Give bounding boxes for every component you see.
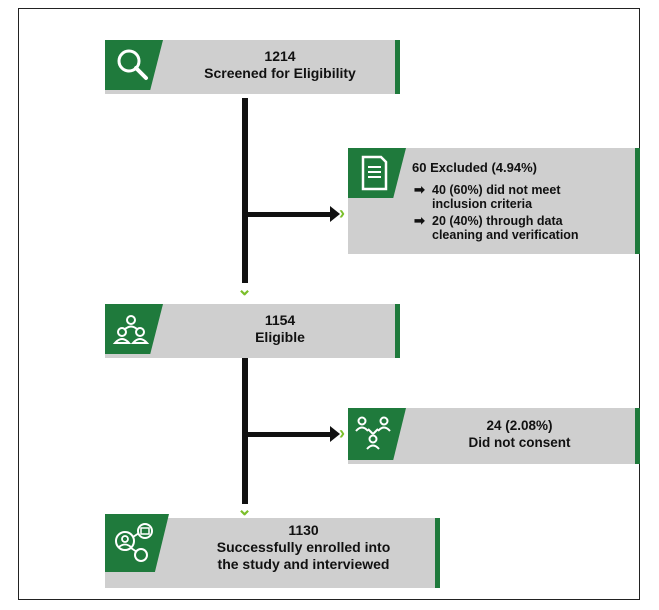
enrolled-line2: the study and interviewed <box>217 556 390 572</box>
branch-line-2 <box>248 432 336 437</box>
excluded-item-line1: 40 (60%) did not meet <box>432 183 561 197</box>
document-icon <box>361 155 388 191</box>
trunk-line-2 <box>242 358 248 504</box>
arrow-head-down-1: ⌄ <box>237 279 253 299</box>
arrow-head-down-2: ⌄ <box>237 499 253 519</box>
screened-label: Screened for Eligibility <box>204 65 356 81</box>
screened-text: 1214 Screened for Eligibility <box>170 48 390 82</box>
enrolled-text: 1130 Successfully enrolled into the stud… <box>176 522 431 573</box>
enrolled-line1: Successfully enrolled into <box>216 539 391 555</box>
branch-line-1 <box>248 212 336 217</box>
arrow-head-right-2: › <box>339 423 345 443</box>
trunk-line-1 <box>242 98 248 283</box>
no-consent-line1: 24 (2.08%) <box>486 418 553 433</box>
people-group-icon <box>112 315 150 344</box>
enrolled-count: 1130 <box>288 522 319 538</box>
eligible-text: 1154 Eligible <box>170 312 390 346</box>
excluded-item-line2: inclusion criteria <box>432 197 533 211</box>
people-network-icon <box>355 416 391 450</box>
arrow-head-right-1: › <box>339 203 345 223</box>
no-consent-text: 24 (2.08%) Did not consent <box>412 417 627 451</box>
excluded-item-line1: 20 (40%) through data <box>432 214 563 228</box>
eligible-label: Eligible <box>255 329 305 345</box>
no-consent-line2: Did not consent <box>468 435 571 450</box>
branch-arrow-1 <box>330 206 340 222</box>
screened-count: 1214 <box>264 48 296 64</box>
excluded-item-line2: cleaning and verification <box>432 228 579 242</box>
arrow-right-icon: ➡ <box>414 213 425 228</box>
branch-arrow-2 <box>330 426 340 442</box>
eligible-count: 1154 <box>264 312 296 328</box>
excluded-title: 60 Excluded (4.94%) <box>412 160 537 175</box>
magnifier-icon <box>117 49 148 80</box>
arrow-right-icon: ➡ <box>414 182 425 197</box>
interview-icon <box>115 523 153 562</box>
